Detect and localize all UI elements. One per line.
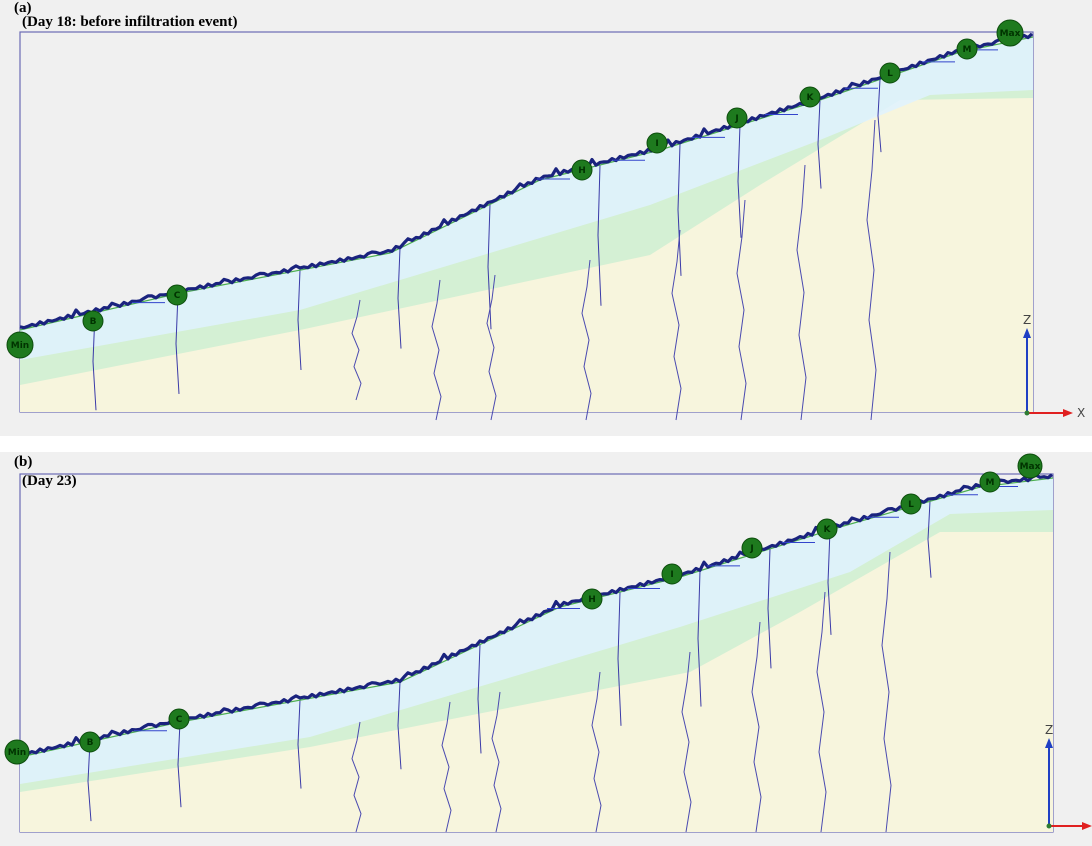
node-label: K [824, 525, 832, 535]
bedrock-fissure [736, 199, 747, 421]
monitoring-line [477, 644, 482, 754]
monitoring-line [737, 124, 742, 238]
monitoring-line [297, 270, 302, 371]
node-label: I [655, 139, 658, 149]
bedrock-fissure [751, 621, 762, 833]
bedrock-fissure [486, 274, 497, 421]
node-label: Min [11, 341, 29, 351]
node-marker [996, 19, 1024, 47]
bedrock-fissure [581, 259, 592, 421]
node-marker [979, 471, 1001, 493]
node-marker [168, 708, 190, 730]
x-axis-arrow-icon [1063, 409, 1073, 417]
node-marker [4, 739, 30, 765]
z-axis-arrow-icon [1045, 738, 1053, 748]
node-marker [900, 493, 922, 515]
axis-origin [1046, 823, 1052, 829]
node-marker [956, 38, 978, 60]
node-marker [646, 132, 668, 154]
node-label: L [908, 500, 914, 510]
bedrock-fissure [441, 701, 452, 833]
node-marker [1017, 453, 1043, 479]
soil-layer-upper [20, 478, 1053, 784]
monitoring-line [397, 681, 402, 770]
monitoring-line [487, 204, 492, 330]
monitoring-line [827, 530, 832, 635]
bedrock-fissure [351, 299, 362, 401]
node-label: M [963, 45, 972, 55]
node-label: L [887, 69, 893, 79]
node-label: M [986, 478, 995, 488]
node-label: C [176, 715, 183, 725]
node-marker [726, 107, 748, 129]
monitoring-line [877, 79, 882, 153]
soil-layer-upper [20, 37, 1033, 360]
bedrock-fissure [866, 119, 877, 421]
axis-origin [1024, 410, 1030, 416]
panel-b-caption: (Day 23) [22, 473, 77, 489]
bedrock-fissure [881, 551, 892, 833]
node-label: K [807, 93, 815, 103]
x-axis-label: X [1077, 406, 1085, 420]
monitoring-line [927, 501, 932, 578]
node-label: B [90, 317, 97, 327]
monitoring-line [617, 591, 622, 726]
node-label: B [87, 738, 94, 748]
node-label: H [578, 166, 586, 176]
monitoring-line [297, 700, 302, 789]
node-marker [661, 563, 683, 585]
monitoring-line [175, 293, 180, 394]
node-marker [571, 159, 593, 181]
monitoring-line [597, 164, 602, 306]
water-table-line [19, 32, 1034, 330]
node-label: C [174, 291, 181, 301]
node-marker [816, 518, 838, 540]
monitoring-line [697, 570, 702, 707]
node-label: Min [8, 748, 26, 758]
node-marker [741, 537, 763, 559]
bedrock-fissure [591, 671, 602, 833]
node-label: H [588, 595, 596, 605]
panel-a-caption: (Day 18: before infiltration event) [22, 14, 238, 30]
node-marker [581, 588, 603, 610]
node-marker [879, 62, 901, 84]
monitoring-line [397, 248, 402, 349]
node-label: J [749, 544, 753, 554]
bedrock-fissure [491, 691, 502, 833]
node-label: I [670, 570, 673, 580]
bedrock-fissure [431, 279, 442, 421]
monitoring-line [677, 143, 682, 276]
bedrock-fissure [681, 651, 692, 833]
slope-reference-line [19, 477, 1054, 758]
water-table-line [19, 473, 1053, 757]
node-label: Max [1000, 29, 1021, 39]
node-label: J [734, 114, 738, 124]
node-marker [166, 284, 188, 306]
panel-a-label: (a) [14, 0, 32, 16]
node-marker [6, 331, 34, 359]
node-label: Max [1020, 462, 1041, 472]
node-marker [79, 731, 101, 753]
bedrock-fissure [671, 229, 682, 421]
monitoring-line [817, 99, 822, 189]
node-marker [82, 310, 104, 332]
z-axis-arrow-icon [1023, 328, 1031, 338]
bedrock-fissure [796, 164, 807, 421]
bedrock-fissure [351, 721, 362, 833]
monitoring-line [767, 548, 772, 669]
x-axis-arrow-icon [1082, 822, 1092, 830]
node-marker [799, 86, 821, 108]
panel-b-label: (b) [14, 454, 33, 470]
monitoring-line [87, 741, 92, 822]
z-axis-label: Z [1023, 313, 1031, 327]
z-axis-label: Z [1045, 723, 1053, 737]
monitoring-line [177, 721, 182, 808]
bedrock-fissure [816, 591, 827, 833]
